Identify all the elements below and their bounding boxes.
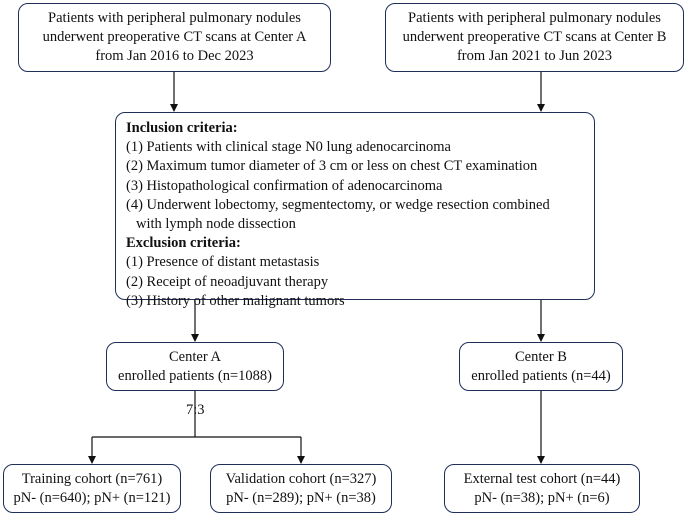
source-center-a-box: Patients with peripheral pulmonary nodul… [18, 3, 331, 72]
inclusion-item-3: (3) Histopathological confirmation of ad… [126, 177, 443, 194]
center-b-subtitle: enrolled patients (n=44) [471, 367, 611, 384]
validation-cohort-box: Validation cohort (n=327) pN- (n=289); p… [210, 464, 392, 513]
split-ratio-label: 7:3 [186, 402, 205, 418]
center-a-box: Center A enrolled patients (n=1088) [106, 342, 284, 391]
inclusion-criteria-title: Inclusion criteria: [126, 120, 238, 136]
exclusion-item-1: (1) Presence of distant metastasis [126, 254, 320, 271]
center-a-title: Center A [169, 348, 221, 365]
training-cohort-box: Training cohort (n=761) pN- (n=640); pN+… [3, 464, 181, 513]
source-b-line-1: Patients with peripheral pulmonary nodul… [408, 10, 661, 26]
center-b-box: Center B enrolled patients (n=44) [459, 342, 623, 391]
external-test-cohort-box: External test cohort (n=44) pN- (n=38); … [444, 464, 640, 513]
training-title: Training cohort (n=761) [21, 470, 163, 487]
center-b-title: Center B [515, 348, 567, 365]
source-center-b-box: Patients with peripheral pulmonary nodul… [385, 3, 684, 72]
inclusion-item-2: (2) Maximum tumor diameter of 3 cm or le… [126, 158, 538, 175]
source-b-line-3: from Jan 2021 to Jun 2023 [456, 48, 613, 64]
criteria-box: Inclusion criteria: (1) Patients with cl… [115, 112, 595, 309]
exclusion-criteria-title: Exclusion criteria: [126, 235, 241, 252]
external-title: External test cohort (n=44) [463, 470, 621, 487]
source-b-line-2: underwent preoperative CT scans at Cente… [402, 29, 667, 45]
exclusion-item-3: (3) History of other malignant tumors [126, 292, 345, 309]
source-a-line-1: Patients with peripheral pulmonary nodul… [48, 10, 301, 26]
source-a-line-3: from Jan 2016 to Dec 2023 [95, 48, 254, 64]
external-subtitle: pN- (n=38); pN+ (n=6) [474, 489, 610, 506]
validation-title: Validation cohort (n=327) [225, 470, 377, 487]
inclusion-item-4-cont: with lymph node dissection [136, 216, 296, 233]
training-subtitle: pN- (n=640); pN+ (n=121) [13, 489, 171, 506]
center-a-subtitle: enrolled patients (n=1088) [118, 367, 272, 384]
inclusion-item-1: (1) Patients with clinical stage N0 lung… [126, 139, 451, 156]
inclusion-item-4: (4) Underwent lobectomy, segmentectomy, … [126, 196, 550, 213]
source-a-line-2: underwent preoperative CT scans at Cente… [42, 29, 307, 45]
exclusion-item-2: (2) Receipt of neoadjuvant therapy [126, 273, 329, 290]
validation-subtitle: pN- (n=289); pN+ (n=38) [226, 489, 376, 506]
